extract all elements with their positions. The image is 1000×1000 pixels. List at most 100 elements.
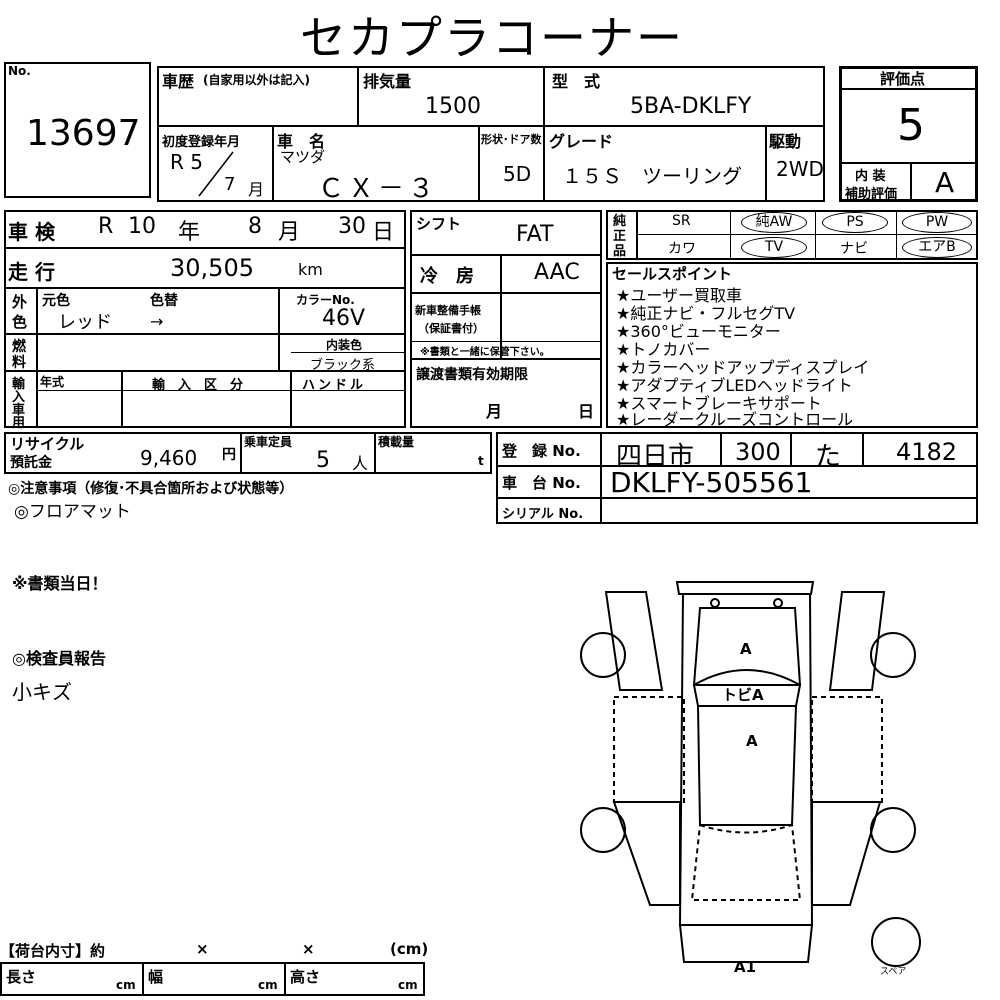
import-side-1: 輸 (12, 377, 26, 392)
sales-point-item: ★アダプティブLEDヘッドライト (616, 376, 853, 395)
inspector-text: 小キズ (12, 680, 72, 704)
doors-label: 形状･ドア数 (481, 133, 542, 146)
model-type-value: 5BA-DKLFY (630, 94, 752, 119)
car-maker: マツダ (280, 148, 326, 166)
chassis-label: 車 台 No. (502, 474, 581, 492)
cargo-length-label: 長さ (6, 968, 37, 986)
car-diagram (580, 581, 921, 967)
cargo-times-1: × (196, 940, 209, 958)
equip-alloy-wheel: 純AW (741, 212, 807, 233)
equip-sr: SR (672, 213, 691, 229)
inspection-era: R (98, 214, 114, 239)
cargo-row (0, 962, 425, 996)
equipment-side-1: 純 (613, 214, 627, 229)
inspection-label: 車 検 (8, 220, 55, 244)
equipment-side-2: 正 (613, 229, 627, 244)
spare-label: スペア (880, 967, 907, 977)
car-name-label: 車 名 (277, 132, 326, 151)
notes-docs: ※書類当日！ (12, 574, 108, 593)
vehicle-info-box (157, 66, 825, 202)
registration-box (496, 432, 978, 524)
interior-rating-label-2: 補助評価 (845, 187, 898, 202)
sales-point-item: ★純正ナビ・フルセグTV (616, 304, 796, 323)
inspection-month: 8 (248, 214, 262, 239)
grade-label: グレード (549, 132, 614, 151)
registration-label: 登 録 No. (502, 442, 581, 460)
import-side-4: 用 (12, 416, 26, 431)
displacement-label: 排気量 (363, 72, 412, 91)
manual-label-2: （保証書付） (418, 322, 484, 335)
fuel-label-2: 料 (12, 355, 26, 371)
shift-label: シフト (416, 215, 462, 233)
damage-mark-hood: A (740, 640, 752, 658)
drive-label: 駆動 (769, 132, 802, 151)
wheel-rear-left (580, 807, 626, 853)
cargo-length-unit: cm (116, 978, 136, 992)
wheel-rear-right (870, 807, 916, 853)
equip-airbag: エアB (902, 237, 972, 258)
rear-bumper (678, 924, 814, 963)
interior-rating-score: A (935, 166, 955, 199)
transfer-label: 譲渡書類有効期限 (416, 367, 528, 383)
manual-label-1: 新車整備手帳 (415, 304, 481, 317)
recycle-label-2: 預託金 (10, 455, 52, 471)
capacity-label: 乗車定員 (244, 435, 293, 449)
grade-value: １５Ｓ ツーリング (562, 164, 742, 188)
equipment-box (606, 210, 978, 260)
doors-value: 5D (503, 162, 532, 186)
cargo-width-unit: cm (258, 978, 278, 992)
windshield (692, 669, 802, 707)
lot-label: No. (8, 64, 31, 78)
rating-label: 評価点 (880, 70, 926, 88)
orig-color-value: レッド (58, 312, 112, 333)
shift-value: FAT (516, 222, 554, 247)
inspection-year: 10 (128, 214, 156, 239)
recycle-unit: 円 (222, 447, 236, 463)
rear-glass (690, 823, 802, 901)
recycle-row (4, 432, 492, 474)
front-marker (773, 598, 783, 608)
lot-number-box (4, 62, 151, 198)
inspection-year-unit: 年 (178, 220, 201, 245)
equip-tv: TV (741, 237, 807, 258)
orig-color-label: 元色 (42, 293, 70, 309)
spare-tire (871, 917, 921, 967)
import-side-3: 車 (12, 403, 26, 418)
capacity-value: 5 (316, 448, 330, 473)
registration-number: 4182 (896, 438, 958, 466)
registration-kana: た (815, 442, 842, 472)
roof (696, 705, 798, 826)
right-front-fender (828, 591, 886, 691)
equip-leather: カワ (668, 241, 696, 257)
interior-color-value: ブラック系 (310, 358, 376, 373)
inspection-block (4, 210, 406, 428)
page-title: セカプラコーナー (300, 11, 684, 65)
fuel-label-1: 燃 (12, 339, 26, 355)
registration-area: 四日市 (616, 442, 695, 472)
drive-value: 2WD (776, 157, 824, 181)
sales-point-item: ★360°ビューモニター (616, 322, 781, 341)
sales-point-item: ★スマートブレーキサポート (616, 394, 822, 413)
recycle-value: 9,460 (140, 446, 198, 470)
sales-points-label: セールスポイント (612, 265, 733, 283)
manual-note: ※書類と一緒に保管下さい。 (420, 347, 550, 358)
recycle-label-1: リサイクル (10, 435, 85, 453)
handle-label: ハンドル (302, 378, 367, 393)
aircon-value: AAC (534, 260, 580, 285)
left-doors (613, 696, 685, 803)
equip-power-steering: PS (822, 212, 888, 233)
color-side-label-2: 色 (12, 313, 28, 331)
displacement-value: 1500 (425, 94, 481, 119)
first-reg-label: 初度登録年月 (162, 135, 241, 150)
sales-point-item: ★レーダークルーズコントロール (616, 410, 854, 429)
import-side-2: 入 (12, 390, 26, 405)
color-code-label: カラーNo. (296, 293, 355, 307)
serial-label: シリアル No. (502, 507, 584, 522)
color-change-value: → (150, 312, 164, 331)
history-note: (自家用以外は記入) (203, 73, 310, 87)
wheel-front-right (870, 632, 916, 678)
sales-point-item: ★ユーザー買取車 (616, 286, 743, 305)
cargo-times-2: × (302, 940, 315, 958)
right-rear-fender (811, 801, 882, 906)
inspection-month-unit: 月 (278, 220, 301, 245)
